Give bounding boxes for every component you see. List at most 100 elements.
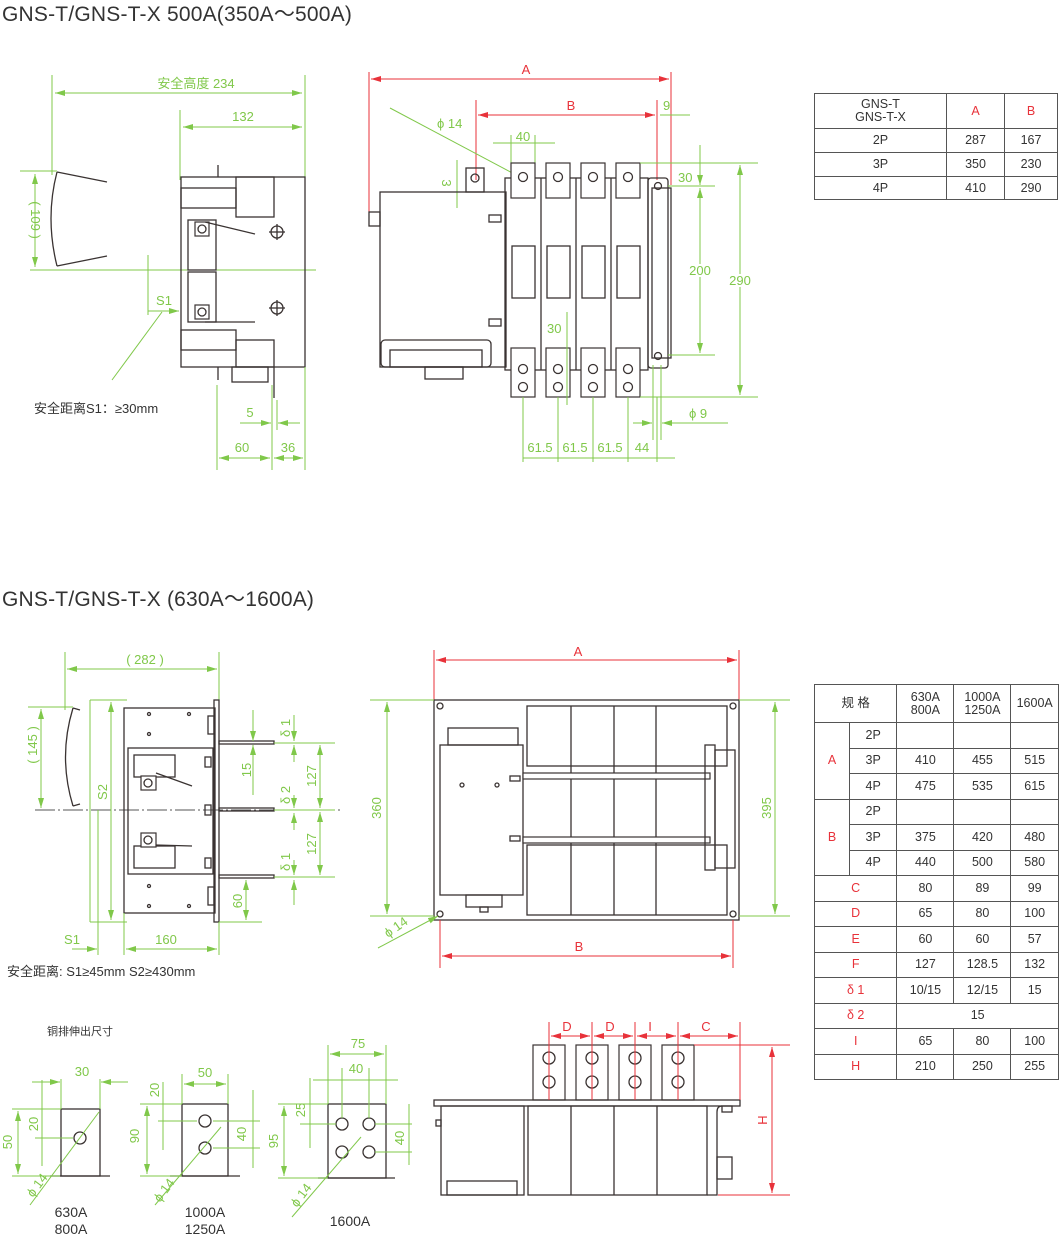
table-cell: C <box>813 875 898 902</box>
dim-30-mid: 30 <box>547 321 561 336</box>
table-cell: 132 <box>1010 951 1059 978</box>
dim-127-bottom: 127 <box>304 833 319 855</box>
table-cell: 2P <box>848 722 898 749</box>
dim-60: 60 <box>230 894 245 908</box>
col2-line2: 1250A <box>964 702 1001 717</box>
bar1000-pitch: 40 <box>234 1127 249 1141</box>
table-cell: 440 <box>896 849 955 876</box>
bar1000-offset: 20 <box>147 1083 162 1097</box>
table-cell: 99 <box>1010 875 1059 902</box>
table-cell: 60 <box>896 926 955 953</box>
bar-1000: 50 20 90 40 ϕ 14 1000A 1250A <box>125 1065 260 1236</box>
value-b: 230 <box>1004 152 1058 177</box>
s1-label: S1 <box>156 293 172 308</box>
model-1: GNS-T <box>861 97 900 111</box>
s1-label: S1 <box>64 932 80 947</box>
table-cell: 500 <box>953 849 1012 876</box>
table-cell: E <box>813 926 898 953</box>
s2-label: S2 <box>95 784 110 800</box>
table-cell: 250 <box>953 1053 1012 1080</box>
dim-9: 9 <box>663 98 670 113</box>
header-b: B <box>1004 93 1058 129</box>
bar630-hole: ϕ 14 <box>23 1171 50 1200</box>
table-cell: 615 <box>1010 773 1059 800</box>
table-cell: H <box>813 1053 898 1080</box>
table-cell: 3P <box>848 824 898 851</box>
safe-distance-note: 安全距离: S1≥45mm S2≥430mm <box>7 964 195 979</box>
bar1600-pitch-h: 40 <box>349 1061 363 1076</box>
s1-poles <box>504 162 649 398</box>
dim-30-top: 30 <box>678 170 692 185</box>
table-cell: 128.5 <box>953 951 1012 978</box>
table-cell: 4P <box>848 849 898 876</box>
bar1000-hole: ϕ 14 <box>150 1176 177 1205</box>
mount-hole-dia: ϕ 14 <box>381 914 410 941</box>
copper-bar-dimensions: 铜排伸出尺寸 30 20 50 ϕ 14 630A 800A 50 <box>0 1024 412 1236</box>
bar1000-label1: 1000A <box>185 1204 226 1220</box>
table-cell: 57 <box>1010 926 1059 953</box>
col2-line1: 1000A <box>964 689 1001 704</box>
table-cell: 475 <box>896 773 955 800</box>
table-cell: 480 <box>1010 824 1059 851</box>
bar630-label2: 800A <box>55 1221 88 1236</box>
table-cell <box>953 722 1012 749</box>
bar1600-pitch-v: 40 <box>392 1131 407 1145</box>
table-cell: 15 <box>1010 977 1059 1004</box>
table-cell: I <box>813 1028 898 1055</box>
bar630-label1: 630A <box>55 1204 88 1220</box>
bar1000-label2: 1250A <box>185 1221 226 1236</box>
pole: 3P <box>814 152 947 177</box>
safe-height-label: 安全高度 234 <box>157 76 234 91</box>
bar-1600: 75 40 25 95 40 ϕ 14 1600A <box>264 1036 412 1229</box>
dim-3: 3 <box>439 179 454 186</box>
value-a: 287 <box>946 128 1005 153</box>
handle-height-145: ( 145 ) <box>25 726 40 764</box>
table-cell: 535 <box>953 773 1012 800</box>
group-label: B <box>814 798 850 876</box>
table-cell <box>896 798 955 825</box>
value-b: 290 <box>1004 176 1058 200</box>
table-cell: 80 <box>896 875 955 902</box>
dim-60: 60 <box>235 440 249 455</box>
table-cell: 100 <box>1010 900 1059 927</box>
header-col-3: 1600A <box>1010 684 1059 723</box>
bar1000-length: 90 <box>127 1129 142 1143</box>
table-cell: 80 <box>953 900 1012 927</box>
s2-side-view: ( 282 ) ( 145 ) S2 15 δ 1 δ 2 δ 1 127 <box>7 652 340 979</box>
table-cell: 12/15 <box>953 977 1012 1004</box>
dim-44: 44 <box>635 440 649 455</box>
delta2: δ 2 <box>278 786 293 804</box>
col1-line2: 800A <box>910 702 940 717</box>
table-cell: 410 <box>896 747 955 774</box>
table-cell: 100 <box>1010 1028 1059 1055</box>
table-cell <box>1010 722 1059 749</box>
pitch-1: 61.5 <box>527 440 552 455</box>
dim-d2: D <box>605 1019 614 1034</box>
table-cell: 80 <box>953 1028 1012 1055</box>
depth-282: ( 282 ) <box>126 652 164 667</box>
table-cell: 515 <box>1010 747 1059 774</box>
table-cell: F <box>813 951 898 978</box>
pitch-2: 61.5 <box>562 440 587 455</box>
table-cell <box>896 722 955 749</box>
hole-dia: ϕ 14 <box>437 116 462 131</box>
bar630-width: 30 <box>75 1064 89 1079</box>
header-a: A <box>946 93 1005 129</box>
value-b: 167 <box>1004 128 1058 153</box>
bar1600-width: 75 <box>351 1036 365 1051</box>
dim-127-top: 127 <box>304 765 319 787</box>
bar1600-offset: 25 <box>293 1103 308 1117</box>
dim-a: A <box>522 62 531 77</box>
s2-bottom-view: D D I C H <box>433 1019 790 1196</box>
